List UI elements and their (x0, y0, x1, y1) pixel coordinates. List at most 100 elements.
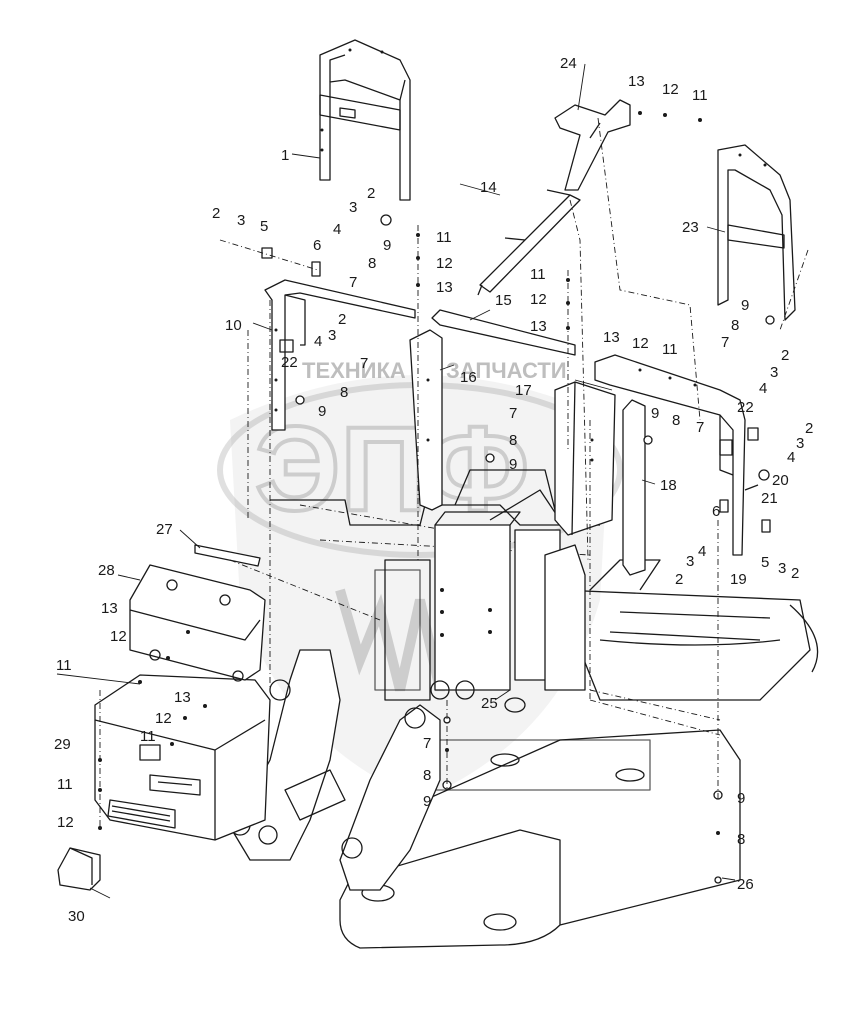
label-10: 10 (225, 317, 242, 334)
label-3: 3 (349, 199, 357, 216)
label-30: 30 (68, 908, 85, 925)
label-18: 18 (660, 477, 677, 494)
label-11: 11 (436, 229, 452, 246)
part-1-frame (319, 39, 411, 201)
label-2: 2 (367, 185, 375, 202)
label-5: 5 (260, 218, 268, 235)
watermark-left-text: ТЕХНИКА (302, 358, 406, 383)
label-7: 7 (423, 735, 431, 752)
label-24: 24 (560, 55, 577, 72)
label-4: 4 (787, 449, 795, 466)
label-8: 8 (737, 831, 745, 848)
label-11: 11 (692, 87, 708, 104)
label-6: 6 (712, 503, 720, 520)
label-4: 4 (333, 221, 341, 238)
label-2: 2 (675, 571, 683, 588)
part-23-frame (717, 144, 796, 321)
part-24-bracket (554, 99, 631, 191)
label-12: 12 (632, 335, 649, 352)
label-22: 22 (737, 399, 754, 416)
watermark-right-text: ЗАПЧАСТИ (446, 358, 567, 383)
label-3: 3 (778, 560, 786, 577)
label-7: 7 (509, 405, 517, 422)
label-17: 17 (515, 382, 532, 399)
label-13: 13 (603, 329, 620, 346)
label-8: 8 (423, 767, 431, 784)
label-2: 2 (781, 347, 789, 364)
leader-lines (56, 63, 736, 899)
label-11: 11 (530, 266, 546, 283)
label-19: 19 (730, 571, 747, 588)
label-3: 3 (686, 553, 694, 570)
label-9: 9 (423, 793, 431, 810)
label-11: 11 (57, 776, 73, 793)
label-12: 12 (436, 255, 453, 272)
label-5: 5 (761, 554, 769, 571)
label-13: 13 (530, 318, 547, 335)
label-12: 12 (110, 628, 127, 645)
center-frame (270, 469, 600, 713)
label-20: 20 (772, 472, 789, 489)
label-2: 2 (338, 311, 346, 328)
label-9: 9 (741, 297, 749, 314)
label-3: 3 (237, 212, 245, 229)
label-8: 8 (509, 432, 517, 449)
label-9: 9 (383, 237, 391, 254)
part-labels: 1 2 3 5 3 2 4 6 7 8 9 10 2 3 4 22 7 8 9 … (54, 55, 813, 925)
label-22: 22 (281, 354, 298, 371)
label-28: 28 (98, 562, 115, 579)
label-11: 11 (662, 341, 678, 358)
label-8: 8 (368, 255, 376, 272)
label-12: 12 (530, 291, 547, 308)
label-8: 8 (731, 317, 739, 334)
label-9: 9 (509, 456, 517, 473)
label-3: 3 (328, 327, 336, 344)
label-11: 11 (140, 728, 156, 745)
alignment-lines (99, 117, 809, 830)
label-13: 13 (628, 73, 645, 90)
label-9: 9 (318, 403, 326, 420)
label-23: 23 (682, 219, 699, 236)
part-15-bar (431, 309, 576, 356)
label-7: 7 (360, 355, 368, 372)
label-15: 15 (495, 292, 512, 309)
label-2: 2 (805, 420, 813, 437)
watermark-logo: ЭПФ (255, 402, 529, 536)
label-1: 1 (281, 147, 289, 164)
label-9: 9 (651, 405, 659, 422)
label-13: 13 (174, 689, 191, 706)
label-7: 7 (721, 334, 729, 351)
label-13: 13 (101, 600, 118, 617)
label-11: 11 (56, 657, 72, 674)
label-2: 2 (791, 565, 799, 582)
label-14: 14 (480, 179, 497, 196)
label-4: 4 (698, 543, 706, 560)
label-13: 13 (436, 279, 453, 296)
label-2: 2 (212, 205, 220, 222)
label-7: 7 (696, 419, 704, 436)
label-8: 8 (340, 384, 348, 401)
label-9: 9 (737, 790, 745, 807)
label-27: 27 (156, 521, 173, 538)
label-6: 6 (313, 237, 321, 254)
battery-box (57, 544, 271, 891)
part-19-assembly (594, 354, 746, 556)
part-10-assembly (264, 279, 416, 431)
label-21: 21 (761, 490, 778, 507)
label-12: 12 (662, 81, 679, 98)
part-17-panel (554, 381, 616, 536)
part-14-bar (477, 189, 581, 296)
label-4: 4 (314, 333, 322, 350)
label-3: 3 (796, 435, 804, 452)
part-18-post (622, 399, 646, 576)
label-4: 4 (759, 380, 767, 397)
hardware (98, 111, 775, 884)
label-8: 8 (672, 412, 680, 429)
label-26: 26 (737, 876, 754, 893)
label-12: 12 (57, 814, 74, 831)
label-12: 12 (155, 710, 172, 727)
label-25: 25 (481, 695, 498, 712)
label-3: 3 (770, 364, 778, 381)
